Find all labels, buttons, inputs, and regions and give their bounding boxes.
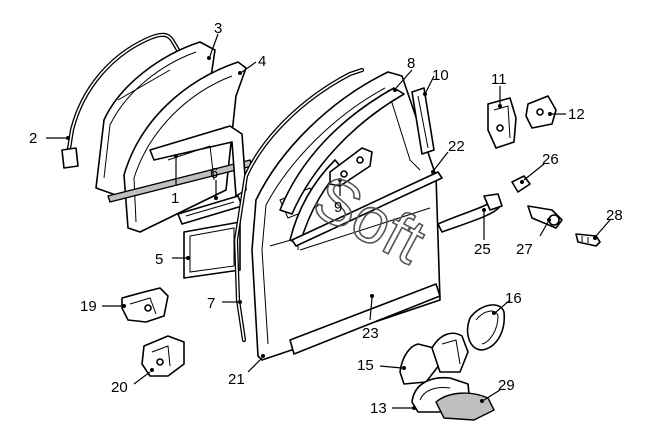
callout-25: 25 [474, 241, 491, 258]
callout-7: 7 [207, 295, 215, 312]
callout-1: 1 [171, 190, 179, 207]
callout-labels: 1 2 3 4 5 6 7 8 9 10 11 12 13 15 16 19 2… [29, 20, 623, 417]
callout-19: 19 [80, 298, 97, 315]
callout-29: 29 [498, 377, 515, 394]
callout-2: 2 [29, 130, 37, 147]
callout-16: 16 [505, 290, 522, 307]
part-outer-door-handle [437, 193, 503, 233]
part-lock-actuator [527, 205, 563, 229]
callout-13: 13 [370, 400, 387, 417]
part-mirror-glass [466, 304, 506, 351]
callout-9: 9 [334, 199, 342, 216]
leader-lines [46, 33, 611, 410]
callout-15: 15 [357, 357, 374, 374]
callout-27: 27 [516, 241, 533, 258]
part-mirror-cap [435, 392, 495, 421]
callout-10: 10 [432, 67, 449, 84]
part-belt-molding [279, 87, 405, 245]
callout-12: 12 [568, 106, 585, 123]
part-lower-molding [289, 283, 441, 355]
callout-4: 4 [258, 53, 266, 70]
callout-5: 5 [155, 251, 163, 268]
callout-6: 6 [210, 165, 218, 182]
part-regulator-channel [149, 125, 247, 197]
callout-3: 3 [214, 20, 222, 37]
part-glass-run-channel [61, 32, 181, 169]
part-inner-handle-bracket [329, 147, 373, 187]
callout-22: 22 [448, 138, 465, 155]
callout-23: 23 [362, 325, 379, 342]
part-lower-hinge [141, 335, 185, 377]
callout-8: 8 [407, 55, 415, 72]
part-door-seal [233, 67, 365, 343]
part-pad [183, 221, 241, 279]
part-lock-striker [487, 97, 517, 149]
part-lock-cylinder [511, 175, 531, 193]
callout-20: 20 [111, 379, 128, 396]
part-mirror-assembly [399, 332, 469, 385]
callout-26: 26 [542, 151, 559, 168]
callout-28: 28 [606, 207, 623, 224]
part-upper-hinge [121, 287, 169, 323]
part-vertical-trim-strip [411, 87, 435, 155]
callout-11: 11 [491, 71, 507, 88]
part-lock-bracket [525, 95, 557, 129]
part-horizontal-rail [291, 171, 443, 247]
callout-21: 21 [228, 371, 245, 388]
